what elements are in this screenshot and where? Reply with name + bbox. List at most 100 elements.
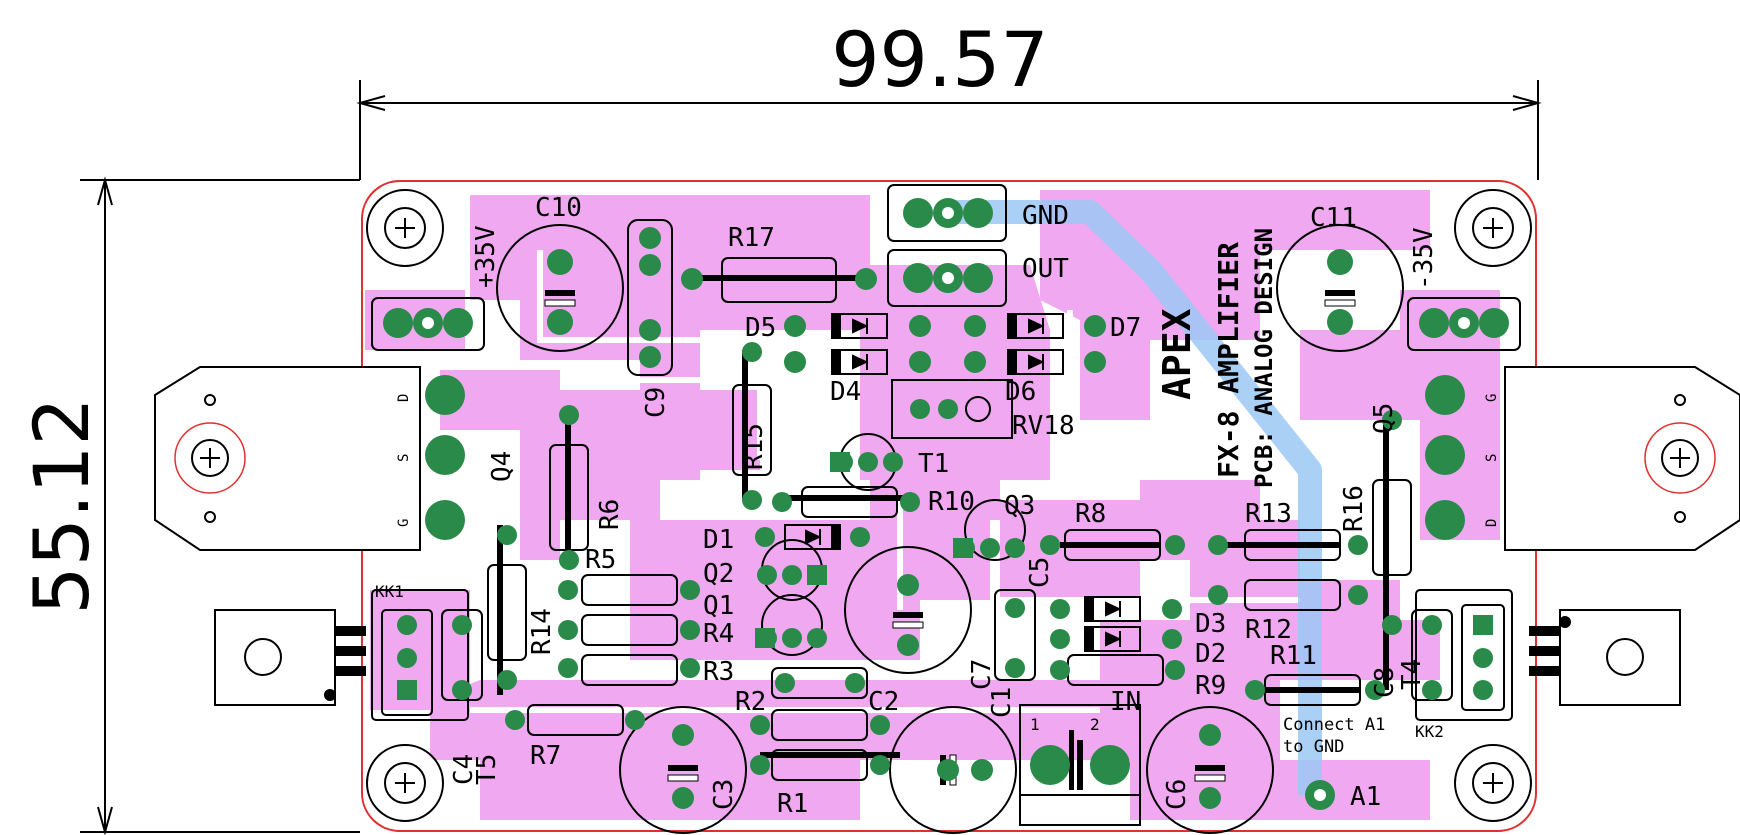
r12-outline: [1244, 579, 1341, 611]
t5-package-outline: [214, 609, 366, 706]
label-d5: D5: [745, 313, 776, 343]
r13-outline: [1244, 529, 1341, 561]
label-r11: R11: [1270, 641, 1317, 671]
r3-outline: [581, 654, 678, 686]
label-note-line2: to GND: [1283, 737, 1344, 757]
d5-outline: [831, 313, 888, 339]
label-c5: C5: [1025, 557, 1055, 588]
q1-outline: [761, 594, 823, 656]
label-q4-g: G: [396, 519, 412, 527]
label-pos-supply: +35V: [471, 225, 501, 288]
board-title: APEX: [1155, 308, 1199, 400]
mounting-hole-tl: [366, 189, 444, 267]
label-d7: D7: [1110, 313, 1141, 343]
square-pads: [397, 452, 1493, 700]
label-t1: T1: [918, 449, 949, 479]
c5-outline: [994, 589, 1036, 681]
label-q5-g: G: [1484, 394, 1500, 402]
r10-outline: [801, 486, 898, 518]
label-r16: R16: [1339, 485, 1369, 532]
label-q5-d: D: [1484, 519, 1500, 527]
label-c3: C3: [709, 779, 739, 810]
q5-package-outline: [1504, 366, 1740, 551]
kk2-outline: [1415, 589, 1513, 721]
d1-symbol: [805, 524, 839, 550]
label-c4: C4: [449, 754, 479, 785]
label-terminal-pin1: 1: [1030, 715, 1040, 734]
silkscreen-labels: GND OUT C10 C11 R17 D5 D4 D7 D6 RV18 T1 …: [375, 193, 1500, 819]
label-r1: R1: [777, 789, 808, 819]
mounting-hole-tr: [1454, 189, 1532, 267]
label-r6: R6: [595, 499, 625, 530]
label-kk1: KK1: [375, 582, 404, 601]
label-out: OUT: [1022, 254, 1069, 284]
q4-package-outline: [154, 366, 421, 551]
label-c7: C7: [967, 659, 997, 690]
d5-symbol: [833, 313, 869, 339]
r17-outline: [721, 257, 837, 303]
label-d4: D4: [830, 377, 861, 407]
d6-symbol: [1009, 349, 1045, 375]
d4-outline: [831, 349, 888, 375]
label-in: IN: [1110, 687, 1141, 717]
label-d1: D1: [703, 525, 734, 555]
label-d6: D6: [1005, 377, 1036, 407]
c9-outline: [627, 219, 673, 376]
d7-symbol: [1009, 313, 1045, 339]
kk1-inner: [381, 609, 433, 716]
r1-outline: [771, 749, 868, 781]
pad-holes: [422, 207, 1470, 801]
label-a1: A1: [1350, 782, 1381, 812]
c3-outline: [619, 706, 747, 834]
board-credit: PCB: ANALOG DESIGN: [1250, 228, 1278, 488]
label-c2: C2: [868, 687, 899, 717]
label-t4: T4: [1397, 659, 1427, 690]
height-dimension-label: 55.12: [17, 397, 106, 615]
label-c8: C8: [1370, 667, 1400, 698]
label-r17: R17: [728, 223, 775, 253]
label-c11: C11: [1310, 203, 1357, 233]
label-note-line1: Connect A1: [1283, 715, 1385, 735]
board-subtitle: FX-8 AMPLIFIER: [1212, 242, 1245, 478]
r8-outline: [1064, 529, 1161, 561]
label-r12: R12: [1245, 615, 1292, 645]
terminal-block-outline: [1019, 704, 1141, 826]
label-r3: R3: [703, 657, 734, 687]
label-c10: C10: [535, 193, 582, 223]
r4-outline: [581, 614, 678, 646]
c2-outline: [771, 667, 868, 699]
q4-mount-hole: [174, 394, 246, 523]
gnd-header-outline: [887, 184, 1007, 242]
label-t5: T5: [472, 754, 502, 785]
q5-mount-hole: [1644, 394, 1716, 523]
label-q3: Q3: [1004, 491, 1035, 521]
width-dimension-label: 99.57: [831, 15, 1049, 104]
c11-outline: [1276, 224, 1404, 352]
r14-outline: [487, 564, 527, 661]
t4-package-outline: [1529, 609, 1681, 706]
d6-outline: [1007, 349, 1064, 375]
q3-outline: [964, 499, 1026, 561]
terminal-block-marks: [1077, 740, 1083, 790]
label-q2: Q2: [703, 559, 734, 589]
c10-outline: [496, 224, 624, 352]
label-q4: Q4: [487, 451, 517, 482]
d2-symbol: [1086, 626, 1122, 652]
label-r2: R2: [735, 687, 766, 717]
component-outlines: [371, 184, 1521, 834]
kk1-outline: [371, 589, 469, 721]
label-q4-s: S: [396, 454, 412, 462]
d4-symbol: [833, 349, 869, 375]
label-r14: R14: [527, 608, 557, 655]
rv18-outline: [891, 379, 1013, 439]
pos-supply-header-outline: [371, 297, 485, 351]
label-c1: C1: [987, 687, 1017, 718]
mounting-hole-bl: [366, 744, 444, 822]
label-q1: Q1: [703, 591, 734, 621]
label-r9: R9: [1195, 671, 1226, 701]
label-r8: R8: [1075, 499, 1106, 529]
label-gnd: GND: [1022, 201, 1069, 231]
mounting-hole-br: [1454, 744, 1532, 822]
d7-outline: [1007, 313, 1064, 339]
